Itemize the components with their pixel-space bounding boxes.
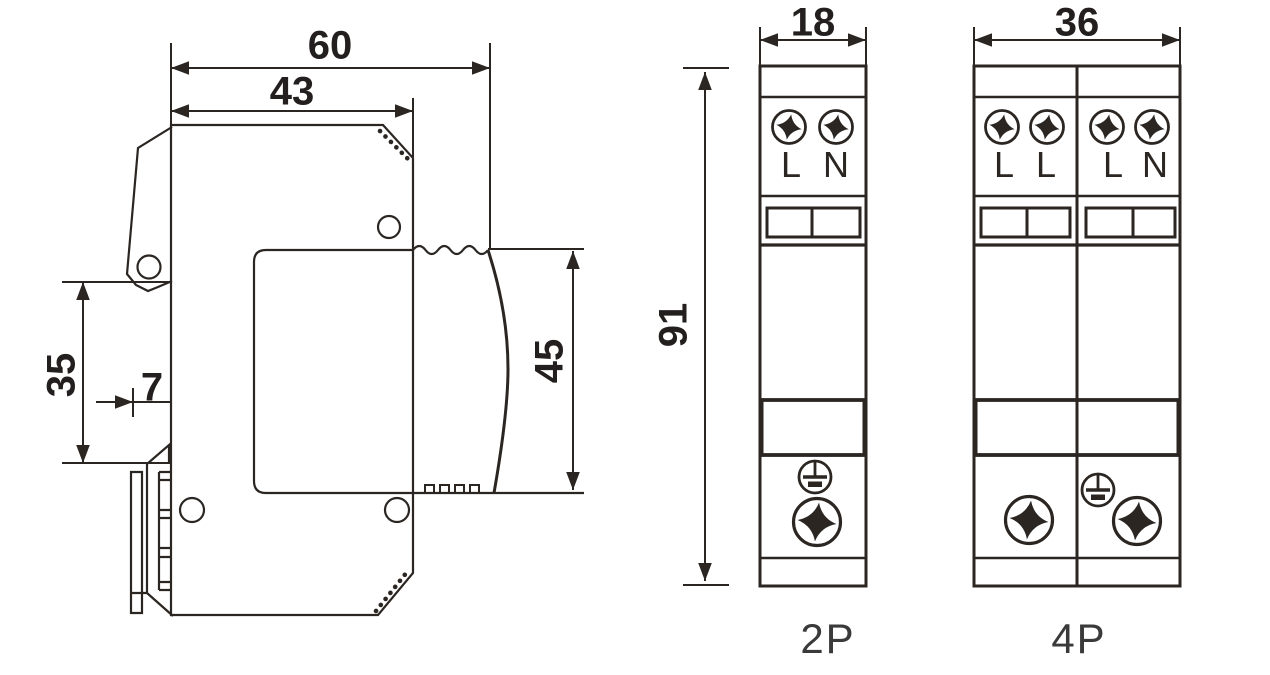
phillips-screw-icon — [1029, 109, 1065, 145]
section-lines-4p — [974, 95, 1180, 560]
side-view: 60 43 35 7 45 — [39, 23, 584, 617]
terminal-label-3: L — [1103, 144, 1123, 185]
dim-width-2p: 18 — [759, 0, 867, 65]
indicator-window-4p-right — [1084, 206, 1177, 239]
release-lever — [125, 126, 173, 293]
earth-terminal-icon — [797, 459, 833, 495]
dim-36-extensions — [973, 27, 1181, 65]
dim-18-extensions — [759, 27, 867, 65]
section-lines-2p — [760, 95, 866, 560]
arrowhead — [76, 282, 90, 300]
dim-35-extensions — [62, 281, 171, 464]
arrowhead — [472, 61, 490, 75]
arrowhead — [760, 33, 778, 47]
vent-teeth — [424, 484, 480, 493]
phillips-screw-icon — [791, 496, 843, 548]
terminal-label-2: L — [1036, 144, 1056, 185]
device-body-outline — [169, 123, 415, 617]
phillips-screw-icon — [771, 109, 807, 145]
front-view-2p: L N 2P 18 91 — [651, 0, 868, 662]
dim-total-width: 60 — [170, 23, 491, 249]
arrowhead — [171, 104, 189, 118]
arrowhead — [1162, 33, 1180, 47]
arrowhead — [698, 563, 712, 581]
terminal-label-n: N — [823, 144, 849, 185]
dim-rail-section-height: 35 — [39, 281, 171, 464]
front-panel-outline — [252, 248, 413, 495]
arrowhead — [171, 61, 189, 75]
arrowhead — [115, 395, 133, 409]
side-screw-hole-left — [178, 496, 206, 524]
din-rail-clip — [129, 442, 174, 617]
dim-91-value: 91 — [651, 303, 695, 348]
indicator-window-4p-left — [979, 206, 1072, 239]
phillips-screw-icon — [1089, 109, 1125, 145]
lever-hole — [136, 254, 162, 280]
front-view-4p: L L L N 4P 36 — [972, 0, 1182, 662]
caption-4p: 4P — [1051, 615, 1106, 662]
phillips-screw-icon — [1134, 109, 1170, 145]
dim-7-line — [96, 388, 170, 417]
indicator-window-2p — [765, 206, 862, 239]
caption-2p: 2P — [800, 615, 855, 662]
terminal-label-4: N — [1142, 144, 1168, 185]
dim-18-value: 18 — [791, 0, 836, 44]
side-screw-hole-right — [383, 496, 411, 524]
phillips-screw-icon — [1003, 494, 1055, 546]
center-block-2p — [759, 398, 867, 457]
arrowhead — [566, 251, 580, 269]
dim-7-value: 7 — [141, 365, 163, 409]
dim-60-extensions — [170, 43, 491, 249]
hatch-top-chamfer — [377, 128, 412, 163]
hatch-bottom-chamfer — [373, 569, 410, 614]
dim-91-ticks — [683, 67, 729, 586]
phillips-screw-icon — [1111, 495, 1163, 547]
dim-rail-depth: 7 — [96, 365, 170, 417]
arrowhead — [395, 104, 413, 118]
earth-terminal-icon — [1080, 472, 1116, 508]
dim-body-width: 43 — [171, 69, 414, 157]
arrowhead — [566, 472, 580, 490]
arrowhead — [698, 72, 712, 90]
dim-36-value: 36 — [1055, 0, 1100, 44]
dim-43-value: 43 — [270, 69, 315, 113]
module-outline-2p — [758, 64, 868, 588]
dim-height-91: 91 — [651, 67, 729, 586]
arrowhead — [848, 33, 866, 47]
dim-45-value: 45 — [527, 339, 571, 384]
arrowhead — [76, 445, 90, 463]
phillips-screw-icon — [818, 109, 854, 145]
center-block-4p — [973, 398, 1181, 457]
terminal-label-l: L — [781, 144, 801, 185]
curved-front-face — [486, 249, 510, 494]
dim-35-value: 35 — [39, 353, 83, 398]
phillips-screw-icon — [984, 109, 1020, 145]
break-wavy-line — [412, 244, 489, 256]
terminal-label-1: L — [994, 144, 1014, 185]
dim-front-height: 45 — [488, 248, 584, 490]
arrowhead — [974, 33, 992, 47]
side-screw-hole-top — [376, 214, 402, 240]
dim-width-4p: 36 — [973, 0, 1181, 65]
dim-60-value: 60 — [308, 23, 353, 67]
